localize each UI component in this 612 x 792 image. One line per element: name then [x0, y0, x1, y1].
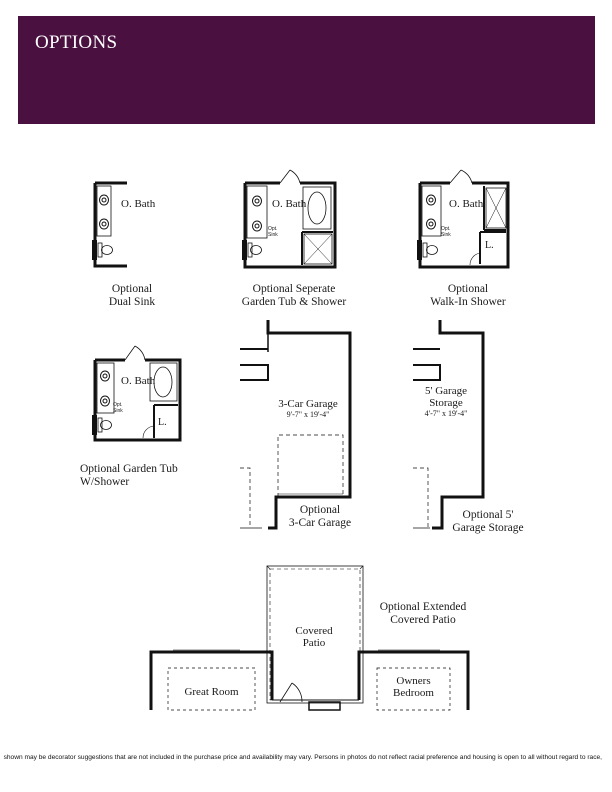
- garage-storage-caption: Optional 5' Garage Storage: [440, 509, 536, 535]
- dual-sink-caption-line1: Optional: [111, 283, 153, 295]
- walk-in-laundry-label: L.: [485, 240, 494, 251]
- owners-bedroom-label-2: Bedroom: [393, 687, 434, 699]
- covered-patio-label-1: Covered: [295, 625, 333, 637]
- page-title: OPTIONS: [35, 32, 118, 53]
- garage-storage-dims-label: 4'-7" x 19'-4": [424, 409, 468, 418]
- separate-tub-caption-line1: Optional Seperate: [252, 283, 336, 295]
- walk-in-caption-line2: Walk-In Shower: [430, 296, 506, 308]
- walk-in-opt-sink-label: Opt. Sink: [441, 226, 451, 238]
- header-banner: OPTIONS: [18, 16, 595, 124]
- great-room-label: Great Room: [184, 686, 239, 698]
- garage-storage-caption-line1: Optional 5': [462, 509, 514, 521]
- three-car-garage-plan: [240, 320, 352, 530]
- three-car-caption-line1: Optional: [299, 504, 341, 516]
- dual-sink-caption: Optional Dual Sink: [92, 283, 172, 309]
- separate-tub-caption: Optional Seperate Garden Tub & Shower: [224, 283, 364, 309]
- covered-patio-label-2: Patio: [302, 637, 326, 649]
- garden-tub-plan: [92, 345, 182, 442]
- covered-patio-plan: [149, 565, 470, 711]
- walk-in-caption-line1: Optional: [447, 283, 489, 295]
- garage-storage-plan: [413, 320, 485, 530]
- three-car-caption: Optional 3-Car Garage: [272, 504, 368, 530]
- covered-patio-caption: Optional Extended Covered Patio: [368, 601, 478, 627]
- garden-tub-caption: Optional Garden Tub W/Shower: [80, 463, 178, 489]
- separate-tub-caption-line2: Garden Tub & Shower: [241, 296, 347, 308]
- walk-in-room-label: O. Bath: [449, 198, 484, 210]
- covered-patio-caption-line2: Covered Patio: [390, 614, 456, 626]
- walk-in-shower-plan: [417, 169, 510, 269]
- garage-storage-room-label-2: Storage: [429, 397, 463, 409]
- dual-sink-caption-line2: Dual Sink: [108, 296, 156, 308]
- garden-tub-caption-line1: Optional Garden Tub: [80, 463, 178, 475]
- owners-bedroom-label-1: Owners: [396, 675, 431, 687]
- three-car-room-label: 3-Car Garage: [278, 398, 338, 410]
- three-car-caption-line2: 3-Car Garage: [288, 517, 352, 529]
- three-car-dims-label: 9'-7" x 19'-4": [286, 410, 330, 419]
- garage-storage-caption-line2: Garage Storage: [452, 522, 524, 534]
- garage-storage-room-label-1: 5' Garage: [425, 385, 467, 397]
- garden-tub-caption-line2: W/Shower: [80, 476, 130, 488]
- separate-tub-room-label: O. Bath: [272, 198, 307, 210]
- garden-tub-room-label: O. Bath: [121, 375, 156, 387]
- separate-tub-opt-sink-label: Opt. Sink: [268, 226, 278, 238]
- garden-tub-laundry-label: L.: [158, 417, 167, 428]
- footer-disclaimer-text: shown may be decorator suggestions that …: [3, 754, 602, 761]
- dual-sink-plan: [92, 181, 127, 268]
- garden-tub-opt-sink-label: Opt. Sink: [113, 402, 123, 414]
- dual-sink-room-label: O. Bath: [121, 198, 156, 210]
- separate-tub-plan: [242, 169, 337, 269]
- footer-disclaimer: shown may be decorator suggestions that …: [0, 752, 612, 766]
- walk-in-caption: Optional Walk-In Shower: [418, 283, 518, 309]
- covered-patio-caption-line1: Optional Extended: [379, 601, 467, 613]
